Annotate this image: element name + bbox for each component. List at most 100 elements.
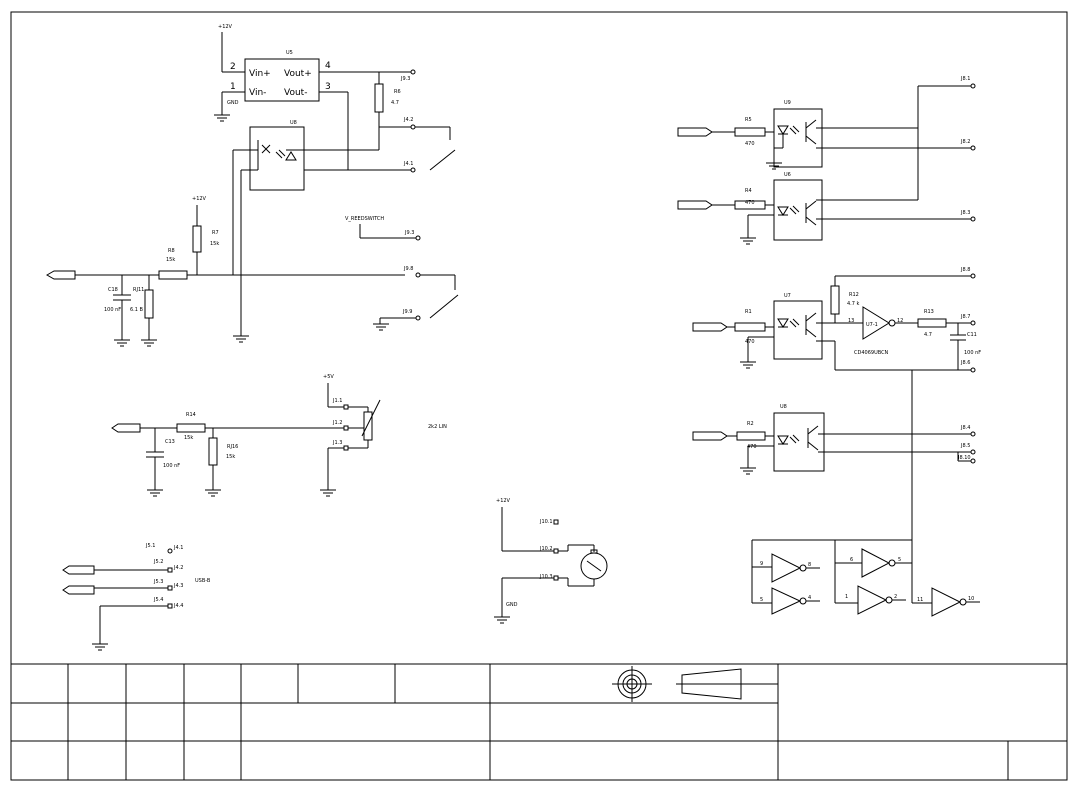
motor-stage: +12V J10.1 J10.2 J10.3 GND — [494, 498, 608, 624]
r1-resistor — [734, 322, 766, 332]
gnd-top-label: GND — [227, 100, 239, 106]
j87-label: J8.7 — [960, 314, 970, 320]
r2-ref: R2 — [747, 421, 754, 427]
net-reedswitch-label: V_REEDSWITCH — [345, 216, 384, 222]
r5-val: 470 — [745, 141, 755, 147]
j85-label: J8.5 — [960, 443, 970, 449]
u5-pin3: 3 — [325, 82, 331, 92]
c18-ref: C18 — [108, 287, 118, 293]
j41-top-label: J4.1 — [403, 161, 413, 167]
inv-part-number: CD4069UBCN — [854, 350, 889, 356]
r2-input-connector-icon — [692, 431, 728, 441]
u7-body — [773, 300, 823, 360]
r1-input-connector-icon — [692, 322, 728, 332]
g2-out-pin: 4 — [808, 595, 811, 601]
sheet-border — [10, 11, 1068, 781]
inv-pin-out: 12 — [897, 318, 903, 324]
c11-ref: C11 — [967, 332, 977, 338]
c11-val: 100 nF — [964, 350, 981, 356]
rj16-val: 15k — [226, 454, 235, 460]
inverter-gate-4 — [857, 585, 888, 615]
u8-right-ref: U8 — [780, 404, 787, 410]
u5-pin4: 4 — [325, 61, 331, 71]
usb-p3-label: J4.3 — [173, 583, 183, 589]
j63-label: J9.3 — [400, 76, 410, 82]
j103-label: J10.3 — [539, 574, 553, 580]
r12-resistor — [830, 285, 840, 315]
usb-j2-label: J5.2 — [153, 559, 163, 565]
r4-input-connector-icon — [677, 200, 713, 210]
u5-dcdc-block: +12V U5 Vin+ Vin- Vout+ Vout- 2 1 4 3 GN… — [214, 24, 456, 173]
g5-out-pin: 10 — [968, 596, 974, 602]
potentiometer — [363, 411, 373, 441]
inverter-gate-1 — [771, 553, 802, 583]
r8-resistor — [158, 270, 188, 280]
g1-in-pin: 9 — [760, 561, 763, 567]
g1-out-pin: 8 — [808, 562, 811, 568]
r7-val: 15k — [210, 241, 219, 247]
u5-body — [244, 58, 320, 102]
r4-val: 470 — [745, 200, 755, 206]
u8-top-optocoupler: U8 — [233, 120, 379, 191]
u5-pin2: 2 — [230, 62, 236, 72]
j83-label: J8.3 — [960, 210, 970, 216]
usb-dminus-connector-icon — [62, 585, 95, 595]
j82-label: J8.2 — [960, 139, 970, 145]
usb-p2-label: J4.2 — [173, 565, 183, 571]
spare-inverters: 9 8 5 4 6 5 1 2 11 10 — [751, 539, 980, 617]
r5-input-connector-icon — [677, 127, 713, 137]
u7-ref: U7 — [784, 293, 791, 299]
usb-p4-label: J4.4 — [173, 603, 183, 609]
u6-ref: U6 — [784, 172, 791, 178]
rj11-val: 6.1 B — [130, 307, 144, 313]
r1-val: 470 — [745, 339, 755, 345]
g4-out-pin: 2 — [894, 594, 897, 600]
usb-j1-label: J5.1 — [145, 543, 155, 549]
r4-ref: R4 — [745, 188, 752, 194]
r13-ref: R13 — [924, 309, 934, 315]
r7-ref: R7 — [212, 230, 219, 236]
r13-val: 4.7 — [924, 332, 932, 338]
p12v-top-label: +12V — [218, 24, 233, 30]
j102-label: J10.2 — [539, 546, 553, 552]
motor-p12v-label: +12V — [496, 498, 511, 504]
potentiometer-stage: R14 15k C13 100 nF RJ16 15k +5V J1.1 J1.… — [111, 374, 447, 497]
j101-label: J10.1 — [539, 519, 553, 525]
pot-input-connector-icon — [111, 423, 141, 433]
j11-label: J1.1 — [332, 398, 342, 404]
rj16-ref: RJ16 — [227, 444, 238, 450]
motor-gnd-label: GND — [506, 602, 518, 608]
j810-label: J8.10 — [957, 455, 971, 461]
title-block — [11, 663, 1067, 780]
r14-ref: R14 — [186, 412, 196, 418]
inverter-gate-3 — [861, 548, 891, 578]
u9-body — [773, 108, 823, 168]
inverter-u7-1 — [862, 306, 890, 340]
j42-top-label: J4.2 — [403, 117, 413, 123]
input-connector-icon — [45, 270, 76, 280]
c13-ref: C13 — [165, 439, 175, 445]
rj11-resistor — [144, 289, 154, 319]
u5-pin-vout-minus: Vout- — [284, 88, 307, 98]
r5-ref: R5 — [745, 117, 752, 123]
projection-symbol-icon — [612, 666, 778, 702]
u5-ref: U5 — [286, 50, 293, 56]
usb-j3-label: J5.3 — [153, 579, 163, 585]
g4-in-pin: 1 — [845, 594, 848, 600]
g3-out-pin: 5 — [898, 557, 901, 563]
r5-resistor — [734, 127, 766, 137]
u5-pin-vin-minus: Vin- — [249, 88, 266, 98]
r2-resistor — [736, 431, 766, 441]
c13-val: 100 nF — [163, 463, 180, 469]
c18-val: 100 nF — [104, 307, 121, 313]
usb-j4-label: J5.4 — [153, 597, 163, 603]
r6-ref: R6 — [394, 89, 401, 95]
u5-pin1: 1 — [230, 82, 236, 92]
r14-val: 15k — [184, 435, 193, 441]
r12-val: 4.7 k — [847, 301, 860, 307]
pot-value-label: 2k2 LIN — [428, 424, 447, 430]
g5-in-pin: 11 — [917, 597, 923, 603]
j84-label: J8.4 — [960, 425, 970, 431]
g3-in-pin: 6 — [850, 557, 853, 563]
